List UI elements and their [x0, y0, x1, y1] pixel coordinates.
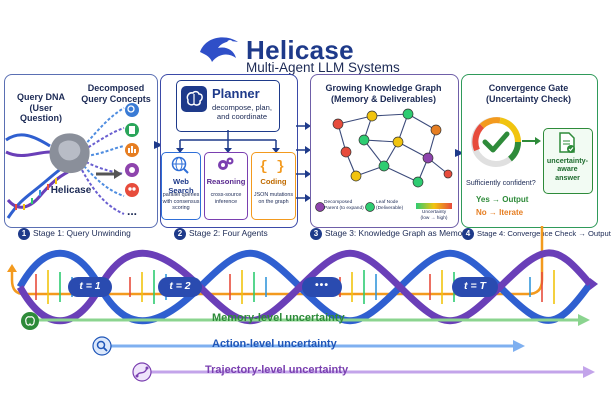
query-dna-label: Query DNA (User Question): [16, 92, 65, 123]
gears-icon: [218, 157, 234, 170]
decomposed-concepts-label: Decomposed Query Concepts: [81, 83, 151, 104]
web-search-desc: parallel queries with consensus scoring: [162, 192, 200, 212]
answer-text: uncertainty- aware answer: [546, 156, 589, 182]
svg-text:{ }: { }: [259, 159, 284, 175]
arrows-agents-to-graph: [296, 122, 311, 202]
yes-output-label: Yes → Output: [476, 195, 529, 204]
planner-title: Planner: [212, 86, 260, 101]
legend-parent-label: Decomposed Parent (to expand): [324, 200, 364, 211]
concepts-ellipsis: ...: [126, 204, 137, 218]
no-iterate-label: No → Iterate: [476, 208, 524, 217]
document-check-icon: [559, 132, 575, 153]
iteration-ellipsis: •••: [314, 279, 330, 291]
memory-uncertainty-label: Memory-level uncertainty: [212, 312, 345, 324]
convergence-gate-title: Convergence Gate (Uncertainty Check): [485, 83, 572, 104]
web-search-agent-card: [161, 152, 201, 220]
brain-icon: [21, 312, 39, 330]
trajectory-uncertainty-label: Trajectory-level uncertainty: [205, 364, 349, 376]
arrow-stage1-to-stage2: [154, 141, 163, 149]
arrow-gate-to-answer: [522, 137, 541, 145]
coding-agent-card: [251, 152, 296, 220]
app-title: Helicase: [246, 35, 354, 65]
code-braces-icon: { }: [259, 159, 284, 175]
globe-search-icon: [171, 156, 189, 174]
coding-title: Coding: [260, 177, 287, 186]
iteration-helix-timeline: [7, 226, 598, 325]
planner-description: decompose, plan, and coordinate: [212, 103, 272, 121]
brain-icon: [181, 86, 207, 112]
knowledge-graph-panel: [310, 74, 459, 228]
reasoning-agent-card: [204, 152, 248, 220]
iteration-t1: t = 1: [79, 280, 101, 292]
iteration-tT: t = T: [464, 280, 486, 292]
coding-desc: JSON mutations on the graph: [253, 192, 294, 205]
arrow-graph-to-gate: [455, 149, 464, 157]
dna-unwinding-graphic: [5, 107, 125, 219]
concept-icons-column: [125, 103, 139, 197]
trajectory-icon: [132, 362, 152, 382]
legend-uncertainty-label: Uncertainty (low → high): [420, 210, 448, 221]
knowledge-graph-title: Growing Knowledge Graph (Memory & Delive…: [325, 83, 442, 104]
legend-leaf-label: Leaf Node (Deliverable): [376, 200, 404, 211]
reasoning-desc: cross-source inference: [210, 192, 242, 205]
iteration-t2: t = 2: [169, 280, 191, 292]
planner-branch-connectors: [176, 130, 280, 153]
confidence-question: Sufficiently confident?: [466, 178, 536, 187]
action-uncertainty-label: Action-level uncertainty: [212, 338, 337, 350]
helicase-label: Helicase: [50, 185, 92, 196]
app-subtitle: Multi-Agent LLM Systems: [246, 60, 400, 75]
knowledge-graph-network: [332, 108, 453, 188]
reasoning-title: Reasoning: [206, 177, 246, 186]
helicase-logo-icon: [200, 37, 238, 62]
graph-legend-swatches: [315, 202, 452, 212]
magnifier-icon: [92, 336, 112, 356]
web-search-title: Web Search: [168, 177, 194, 195]
gauge-check-icon: [471, 117, 522, 167]
uncertainty-arrows: [34, 314, 595, 378]
